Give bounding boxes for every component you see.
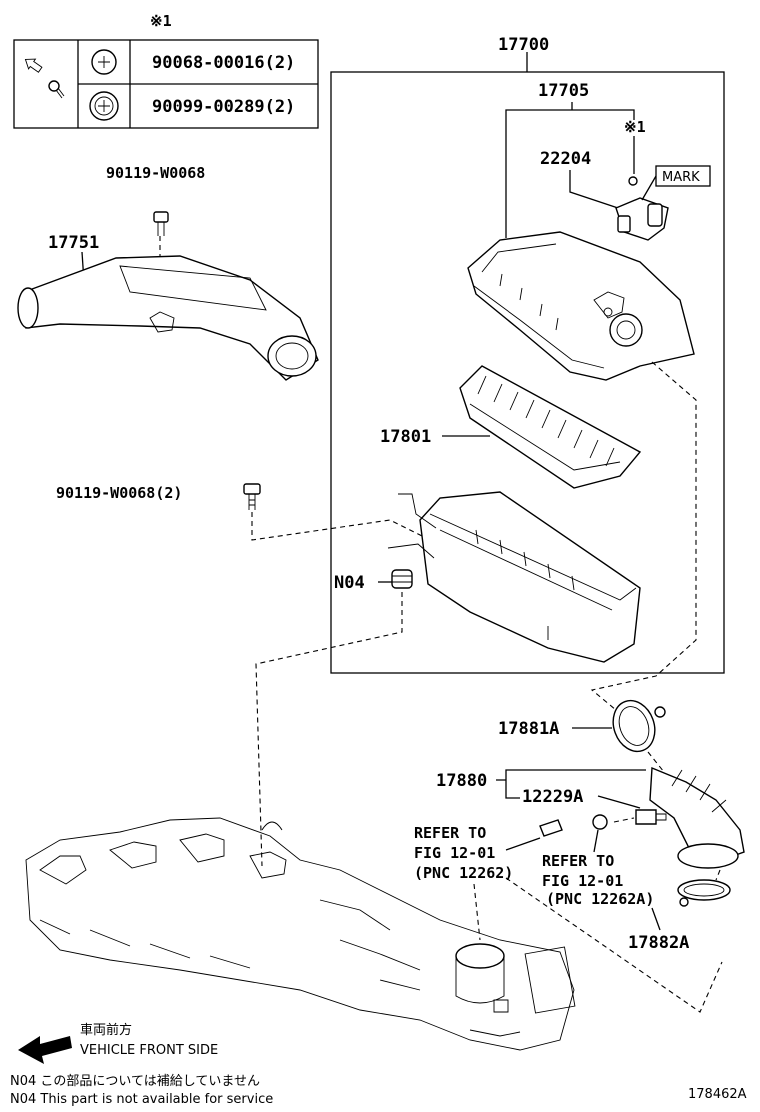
legend-marker: ※1	[150, 12, 172, 30]
label-17751: 17751	[48, 233, 99, 253]
airflow-sensor-22204	[615, 176, 669, 241]
refer-2-line3: (PNC 12262A)	[546, 890, 654, 908]
intake-hose-17751	[17, 255, 319, 381]
screw-arrow-icon	[24, 58, 65, 99]
label-17881a: 17881A	[498, 719, 559, 739]
hose-clamp-17882a	[677, 879, 731, 907]
bolt-90119-w0068	[153, 211, 169, 236]
label-n04: N04	[334, 573, 365, 593]
hose-clip	[592, 814, 608, 830]
footnote-jp: N04 この部品については補給していません	[10, 1074, 260, 1089]
refer-1-line2: FIG 12-01	[414, 844, 495, 862]
phillips-screw-icon	[91, 49, 117, 75]
grommet-n04	[391, 569, 413, 589]
air-cleaner-upper-case	[467, 231, 695, 381]
air-filter-element-17801	[459, 365, 642, 489]
pcv-hose	[539, 819, 563, 837]
direction-jp: 車両前方	[80, 1022, 132, 1038]
label-17705: 17705	[538, 81, 589, 101]
pcv-fitting-12229a	[635, 809, 667, 825]
label-22204: 22204	[540, 149, 591, 169]
mark-label: MARK	[662, 170, 700, 185]
hose-clamp-17881a	[612, 699, 666, 753]
refer-1-line1: REFER TO	[414, 824, 486, 842]
engine-intake-manifold	[25, 817, 576, 1051]
label-17880: 17880	[436, 771, 487, 791]
label-17801: 17801	[380, 427, 431, 447]
label-90119-w0068: 90119-W0068	[106, 164, 205, 182]
label-90119-w0068-2: 90119-W0068(2)	[56, 484, 182, 502]
diagram-id: 178462A	[688, 1087, 747, 1102]
refer-2-line1: REFER TO	[542, 852, 614, 870]
refer-2-line2: FIG 12-01	[542, 872, 623, 890]
label-17700: 17700	[498, 35, 549, 55]
legend-part-number-2: 90099-00289(2)	[152, 97, 295, 117]
label-12229a: 12229A	[522, 787, 583, 807]
washer-screw-icon	[89, 91, 119, 121]
air-cleaner-lower-case	[387, 491, 641, 663]
legend-part-number-1: 90068-00016(2)	[152, 53, 295, 73]
label-17882a: 17882A	[628, 933, 689, 953]
refer-1-line3: (PNC 12262)	[414, 864, 513, 882]
direction-en: VEHICLE FRONT SIDE	[80, 1043, 218, 1058]
fastener-legend-table: ※1 90068-00016(2) 90099-00289(2)	[13, 12, 319, 129]
footnote-en: N04 This part is not available for servi…	[10, 1092, 273, 1107]
vehicle-front-arrow-icon	[18, 1036, 72, 1064]
inlet-hose-17880	[649, 766, 745, 869]
marker-22204: ※1	[624, 118, 646, 136]
bolt-90119-w0068-2	[243, 483, 261, 510]
